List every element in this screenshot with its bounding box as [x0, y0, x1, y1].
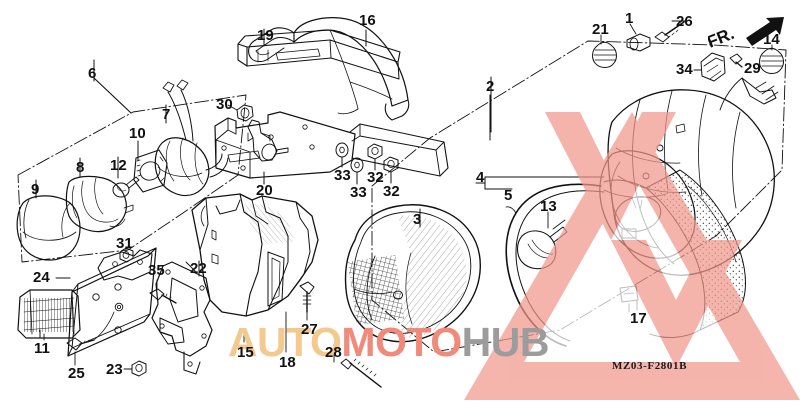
callout-32-a: 32 — [367, 169, 384, 186]
callout-28: 28 — [325, 344, 342, 361]
callout-2: 2 — [486, 78, 495, 95]
callout-14: 14 — [763, 31, 780, 48]
callout-3: 3 — [413, 211, 422, 228]
callout-30: 30 — [216, 96, 233, 113]
watermark-text: AUTOMOTOHUB — [228, 319, 550, 365]
callout-35: 35 — [148, 262, 165, 279]
watermark-part-moto: MOTO — [341, 319, 462, 365]
watermark-part-auto: AUTO — [228, 319, 342, 365]
watermark-part-hub: HUB — [461, 319, 550, 365]
callout-21: 21 — [592, 21, 609, 38]
callout-10: 10 — [129, 125, 146, 142]
callout-17: 17 — [630, 310, 647, 327]
callout-33-a: 33 — [334, 167, 351, 184]
diagram-code: MZ03-F2801B — [612, 360, 688, 372]
callout-11: 11 — [34, 340, 50, 357]
svg-text:FR.: FR. — [708, 24, 737, 52]
callout-20: 20 — [256, 182, 273, 199]
callout-23: 23 — [106, 361, 123, 378]
callout-6: 6 — [88, 65, 97, 82]
callout-19: 19 — [257, 27, 274, 44]
callout-13: 13 — [540, 198, 557, 215]
callout-4: 4 — [476, 169, 485, 186]
front-direction-marker: FR. — [708, 17, 784, 52]
callout-12: 12 — [110, 157, 127, 174]
callout-27: 27 — [301, 321, 318, 338]
callout-32-b: 32 — [383, 183, 400, 200]
callout-18: 18 — [279, 354, 296, 371]
callout-15: 15 — [237, 344, 254, 361]
callout-22: 22 — [190, 260, 207, 277]
callout-33-b: 33 — [350, 184, 367, 201]
callout-31: 31 — [116, 235, 133, 252]
callout-25: 25 — [68, 365, 85, 382]
callout-34: 34 — [676, 61, 693, 78]
callout-29: 29 — [744, 60, 761, 77]
callout-26: 26 — [676, 13, 693, 30]
callout-24: 24 — [33, 269, 50, 286]
callout-1: 1 — [625, 10, 634, 27]
callout-16: 16 — [359, 12, 376, 29]
callout-9: 9 — [31, 181, 40, 198]
callout-5: 5 — [504, 187, 513, 204]
callout-7: 7 — [162, 106, 171, 123]
callout-8: 8 — [76, 159, 85, 176]
